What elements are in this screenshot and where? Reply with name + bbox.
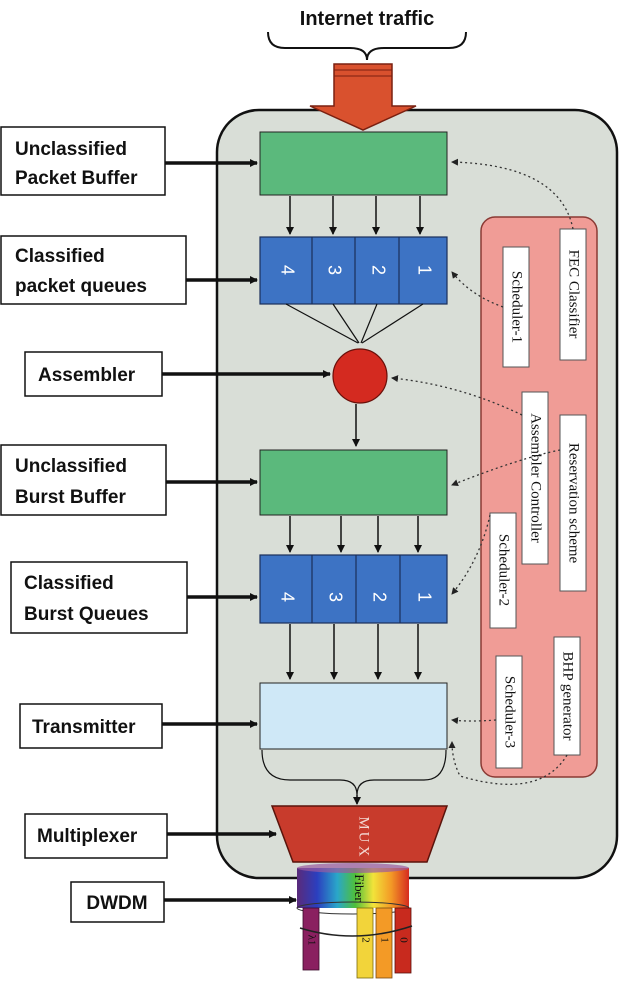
fiber-channel-2-label: 2: [359, 937, 371, 943]
label-classified-burst-queues: Classified Burst Queues: [10, 561, 188, 634]
assembler-controller-box: Assembler Controller: [521, 391, 549, 565]
fiber-channel-0-label: 0: [397, 937, 409, 943]
label-transmitter: Transmitter: [19, 703, 163, 749]
svg-text:Unclassified: Unclassified: [15, 456, 127, 477]
burst-queue-to-transmitter-arrows: [286, 624, 422, 680]
packet-queue-3-label: 3: [324, 265, 344, 275]
classified-burst-queues: 4 3 2 1: [259, 554, 448, 624]
svg-text:Scheduler-3: Scheduler-3: [502, 676, 518, 748]
svg-text:Transmitter: Transmitter: [32, 717, 136, 738]
label-multiplexer: Multiplexer: [24, 813, 168, 859]
scheduler-1-box: Scheduler-1: [502, 246, 530, 368]
control-signal-arrows: [391, 158, 574, 785]
mux-letter-x: X: [356, 846, 372, 857]
label-dwdm: DWDM: [70, 881, 165, 923]
fiber-channel-1-label: 1: [378, 937, 390, 943]
mux-letter-u: U: [356, 832, 372, 843]
title-brace: [267, 31, 467, 61]
classified-packet-queues: 4 3 2 1: [259, 236, 448, 305]
svg-text:Burst Queues: Burst Queues: [24, 604, 149, 625]
svg-text:BHP generator: BHP generator: [560, 651, 576, 740]
transmitter-block: [259, 682, 448, 750]
scheduler-2-box: Scheduler-2: [489, 512, 517, 629]
multiplexer-trapezoid: [270, 805, 449, 863]
burst-queue-1-label: 1: [414, 592, 434, 602]
output-fibers: λ1 2 1 0: [299, 907, 413, 979]
unclassified-burst-buffer: [259, 449, 448, 516]
packet-queue-4-label: 4: [277, 265, 297, 275]
internet-traffic-input-arrow: [309, 63, 417, 131]
svg-text:Reservation scheme: Reservation scheme: [566, 443, 582, 564]
burst-queue-3-label: 3: [325, 592, 345, 602]
svg-text:Unclassified: Unclassified: [15, 139, 127, 160]
dwdm-fiber: Fiber: [296, 863, 410, 915]
svg-text:Classified: Classified: [24, 573, 114, 594]
svg-text:Multiplexer: Multiplexer: [37, 826, 138, 847]
svg-text:Scheduler-1: Scheduler-1: [509, 271, 525, 343]
queues-to-assembler-lines: [285, 303, 424, 344]
svg-text:Burst Buffer: Burst Buffer: [15, 487, 126, 508]
label-unclassified-burst-buffer: Unclassified Burst Buffer: [0, 444, 167, 516]
packet-buffer-to-queue-arrows: [286, 196, 424, 235]
bhp-generator-box: BHP generator: [553, 636, 581, 756]
fiber-channel-0: [394, 907, 412, 974]
label-classified-packet-queues: Classified packet queues: [0, 235, 187, 305]
svg-text:FEC Classifier: FEC Classifier: [566, 250, 582, 339]
packet-queue-1-label: 1: [414, 265, 434, 275]
fiber-channel-1: [375, 907, 393, 979]
svg-text:Classified: Classified: [15, 246, 105, 267]
fiber-channel-lambda1: [302, 907, 320, 971]
label-assembler: Assembler: [24, 351, 163, 397]
fiber-channel-lambda1-label: λ1: [305, 935, 317, 946]
burst-queue-2-label: 2: [369, 592, 389, 602]
fiber-channel-2: [356, 907, 374, 979]
fec-classifier-box: FEC Classifier: [559, 228, 587, 361]
assembler-circle: [332, 348, 388, 404]
svg-text:Assembler Controller: Assembler Controller: [528, 413, 544, 543]
svg-text:packet queues: packet queues: [15, 276, 147, 297]
packet-queue-2-label: 2: [368, 265, 388, 275]
label-unclassified-packet-buffer: Unclassified Packet Buffer: [0, 126, 166, 196]
reservation-scheme-box: Reservation scheme: [559, 414, 587, 592]
unclassified-packet-buffer: [259, 131, 448, 196]
title-internet-traffic: Internet traffic: [300, 8, 434, 30]
scheduler-3-box: Scheduler-3: [495, 655, 523, 769]
svg-text:Scheduler-2: Scheduler-2: [496, 534, 512, 606]
svg-text:DWDM: DWDM: [86, 893, 147, 914]
svg-text:Packet Buffer: Packet Buffer: [15, 168, 138, 189]
svg-text:Assembler: Assembler: [38, 365, 136, 386]
fiber-label: Fiber: [352, 874, 367, 902]
mux-letter-m: M: [356, 816, 372, 829]
burst-queue-4-label: 4: [277, 592, 297, 602]
burst-buffer-to-queue-arrows: [286, 516, 422, 553]
